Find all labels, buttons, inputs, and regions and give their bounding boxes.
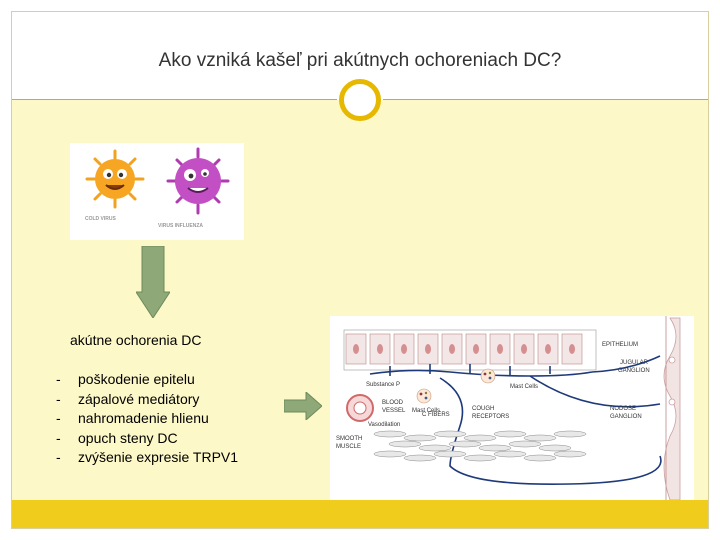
effects-list: -poškodenie epitelu -zápalové mediátory … xyxy=(56,370,238,468)
disease-heading: akútne ochorenia DC xyxy=(70,332,202,348)
airway-cough-diagram: EPITHELIUM JUGULAR GANGLION xyxy=(330,316,694,501)
label-epithelium: EPITHELIUM xyxy=(602,342,638,348)
label-receptors: RECEPTORS xyxy=(472,414,509,420)
cold-virus-caption: COLD VIRUS xyxy=(85,216,117,222)
influenza-virus-icon: VIRUS INFLUENZA xyxy=(158,147,230,229)
label-cough: COUGH xyxy=(472,406,494,412)
virus-drawing: COLD VIRUS VIRUS INFLUENZA xyxy=(85,147,230,229)
label-muscle: MUSCLE xyxy=(336,444,361,450)
label-vessel: VESSEL xyxy=(382,408,406,414)
label-c-fibers: C FIBERS xyxy=(422,412,450,418)
label-nodose: NODOSE xyxy=(610,406,636,412)
cold-virus-icon: COLD VIRUS xyxy=(85,149,145,222)
ganglia xyxy=(663,317,681,501)
right-arrow-icon xyxy=(284,392,322,420)
list-item: -zápalové mediátory xyxy=(56,390,200,407)
label-mast-cells-2: Mast Cells xyxy=(510,384,538,390)
header-divider-left xyxy=(12,99,337,100)
label-jugular: JUGULAR xyxy=(620,360,649,366)
label-vasodilation: Vasodilation xyxy=(368,422,400,428)
down-arrow-icon xyxy=(136,246,170,318)
influenza-virus-caption: VIRUS INFLUENZA xyxy=(158,223,203,229)
list-item: -zvýšenie expresie TRPV1 xyxy=(56,449,239,465)
list-item: -poškodenie epitelu xyxy=(56,371,195,387)
footer-bar xyxy=(12,500,708,528)
nerve-fibers xyxy=(369,355,662,485)
airway-diagram-drawing: EPITHELIUM JUGULAR GANGLION xyxy=(336,316,681,501)
label-jugular-ganglion: GANGLION xyxy=(618,368,650,374)
list-item: -opuch steny DC xyxy=(56,429,178,446)
virus-illustration: COLD VIRUS VIRUS INFLUENZA xyxy=(70,143,244,240)
label-substance-p: Substance P xyxy=(366,382,400,388)
epithelium-cells xyxy=(343,329,597,371)
list-item: -nahromadenie hlienu xyxy=(56,410,209,426)
label-nodose-ganglion: GANGLION xyxy=(610,414,642,420)
label-mast-cells-1: Mast Cells xyxy=(412,408,440,414)
label-smooth: SMOOTH xyxy=(336,436,362,442)
mast-cells xyxy=(416,368,496,404)
smooth-muscle xyxy=(373,430,587,462)
header-divider-right xyxy=(383,99,708,100)
label-blood: BLOOD xyxy=(382,400,404,406)
header-ring-ornament xyxy=(339,79,381,121)
blood-vessel xyxy=(346,394,374,422)
slide-title: Ako vzniká kašeľ pri akútnych ochoreniac… xyxy=(158,50,562,71)
